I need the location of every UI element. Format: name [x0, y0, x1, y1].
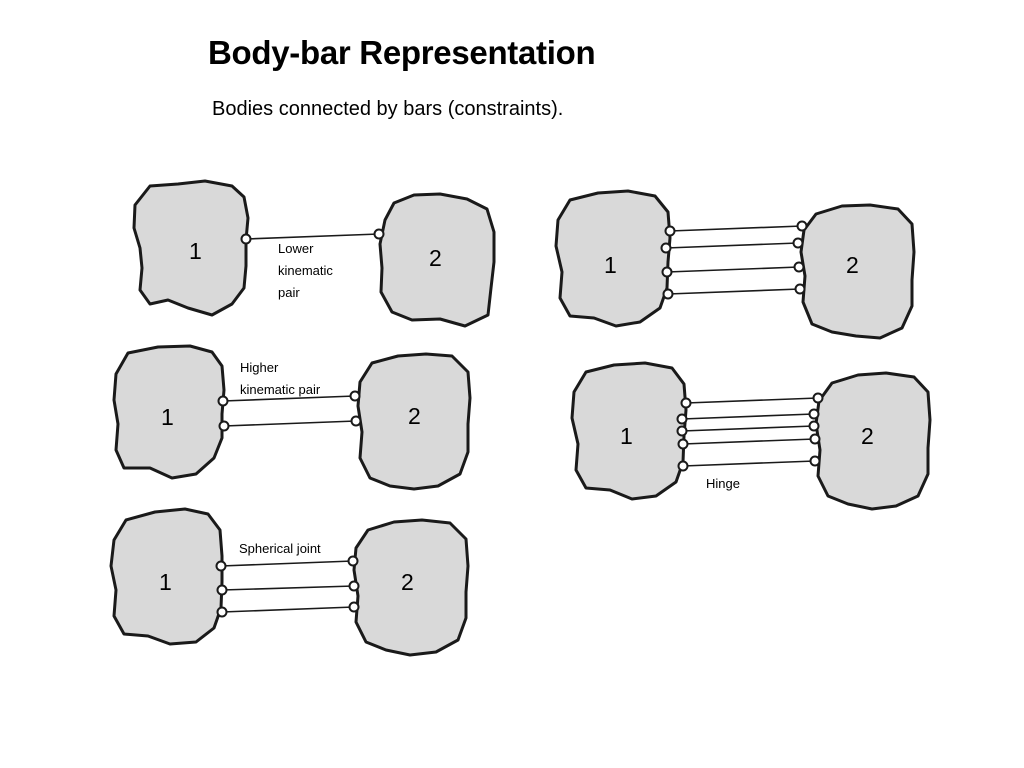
higher-pair-label-line-2: kinematic pair — [240, 382, 321, 397]
joint — [792, 237, 804, 249]
joint — [793, 261, 805, 273]
joint — [808, 420, 820, 432]
joint — [676, 413, 688, 425]
bar — [681, 425, 815, 432]
joint — [240, 233, 252, 245]
lower-pair-label-line-3: pair — [278, 285, 300, 300]
body-2-label: 2 — [861, 423, 874, 449]
joint — [794, 283, 806, 295]
joint — [661, 266, 673, 278]
diagram-spherical-joint: 1 2 Spherical joint — [109, 507, 470, 657]
spherical-joint-label: Spherical joint — [239, 541, 321, 556]
slide-subtitle: Bodies connected by bars (constraints). — [212, 98, 564, 120]
body-2-label: 2 — [846, 252, 859, 278]
joint — [676, 425, 688, 437]
joint — [677, 438, 689, 450]
body-2-label: 2 — [429, 245, 442, 271]
diagram-lower-pair: 1 2 Lower kinematic pair — [132, 179, 496, 328]
body-1-label: 1 — [620, 423, 633, 449]
body-1-label: 1 — [161, 404, 174, 430]
hinge-label: Hinge — [706, 476, 740, 491]
lower-pair-label-line-2: kinematic — [278, 263, 333, 278]
bar — [665, 242, 799, 249]
bar — [223, 420, 357, 427]
joint — [216, 606, 228, 618]
body-2 — [356, 352, 472, 491]
joint — [677, 460, 689, 472]
joint — [660, 242, 672, 254]
slide-title: Body-bar Representation — [208, 34, 596, 71]
joint — [347, 555, 359, 567]
joint — [664, 225, 676, 237]
joint — [350, 415, 362, 427]
bar — [221, 585, 355, 591]
body-2 — [352, 518, 470, 657]
bar — [681, 413, 815, 420]
joint — [373, 228, 385, 240]
body-1 — [112, 344, 226, 480]
higher-pair-label-line-1: Higher — [240, 360, 279, 375]
joint — [349, 390, 361, 402]
body-2-label: 2 — [401, 569, 414, 595]
bar — [222, 395, 356, 402]
body-1-label: 1 — [604, 252, 617, 278]
body-2-label: 2 — [408, 403, 421, 429]
bar — [669, 225, 803, 232]
body-1-label: 1 — [189, 238, 202, 264]
joint — [217, 395, 229, 407]
bar — [666, 266, 800, 273]
body-1 — [554, 189, 672, 328]
body-2 — [378, 192, 496, 328]
joint — [680, 397, 692, 409]
joint — [796, 220, 808, 232]
joint — [808, 408, 820, 420]
joint — [215, 560, 227, 572]
joint — [216, 584, 228, 596]
joint — [662, 288, 674, 300]
bar — [685, 397, 819, 404]
body-1 — [570, 361, 688, 501]
bar — [220, 560, 354, 567]
joint — [348, 601, 360, 613]
body-1 — [132, 179, 250, 317]
body-2 — [799, 203, 916, 340]
joint — [348, 580, 360, 592]
bar — [667, 288, 801, 295]
joint — [812, 392, 824, 404]
body-1-label: 1 — [159, 569, 172, 595]
diagram-hinge: 1 2 Hinge — [570, 361, 932, 511]
joint — [809, 433, 821, 445]
body-1 — [109, 507, 224, 646]
diagram-four-bars: 1 2 — [554, 189, 916, 340]
body-2 — [814, 371, 932, 511]
joint — [218, 420, 230, 432]
bar — [682, 460, 816, 467]
bar — [245, 233, 380, 240]
lower-pair-label-line-1: Lower — [278, 241, 314, 256]
diagram-higher-pair: 1 2 Higher kinematic pair — [112, 344, 472, 491]
bar — [221, 606, 355, 613]
bar — [682, 438, 816, 445]
joint — [809, 455, 821, 467]
